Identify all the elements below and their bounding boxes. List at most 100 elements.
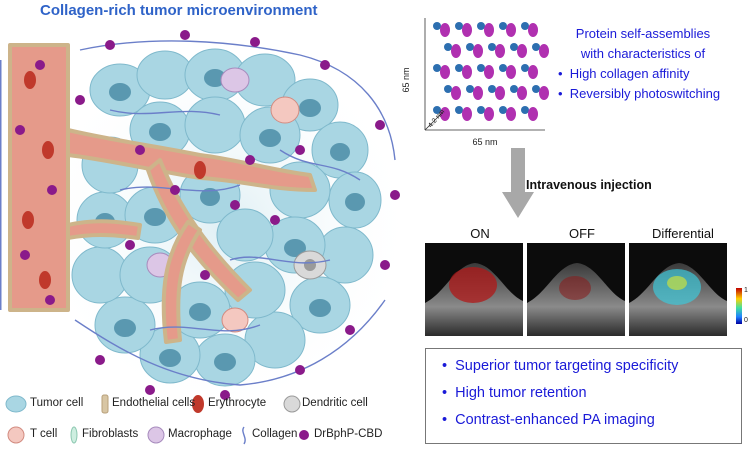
protein-subunit-magenta (451, 86, 461, 100)
protein-subunit-magenta (517, 44, 527, 58)
collagen-icon (242, 426, 246, 445)
figure-title: Collagen-rich tumor microenvironment (40, 2, 318, 19)
legend-label: Endothelial cells (112, 397, 196, 409)
protein-subunit-magenta (539, 86, 549, 100)
protein-subunit-blue (510, 85, 518, 93)
protein-subunit-blue (521, 106, 529, 114)
protein-subunit-blue (455, 64, 463, 72)
protein-subunit-blue (521, 22, 529, 30)
protein-lattice (433, 22, 549, 121)
endothelial-cell-icon (101, 394, 109, 414)
feature-item: • High collagen affinity (558, 66, 690, 81)
protein-subunit-blue (433, 64, 441, 72)
protein-subunit-magenta (440, 107, 450, 121)
legend-label: DrBphP-CBD (314, 428, 383, 440)
protein-subunit-magenta (484, 65, 494, 79)
legend-label: T cell (30, 428, 58, 440)
protein-subunit-magenta (506, 23, 516, 37)
dendritic-cell-icon (283, 395, 301, 413)
protein-subunit-blue (433, 106, 441, 114)
legend-label: Erythrocyte (208, 397, 267, 409)
protein-subunit-blue (532, 43, 540, 51)
legend: Tumor cell Endothelial cells Erythrocyte… (4, 392, 424, 448)
pa-image-on (425, 243, 523, 336)
protein-subunit-blue (499, 106, 507, 114)
protein-assembly-figure: 65 nm 65 nm 4.2 nm (401, 18, 549, 147)
t-cell-icon (7, 426, 25, 444)
protein-subunit-blue (477, 22, 485, 30)
erythrocyte-icon (192, 395, 204, 413)
macrophage-cell (220, 67, 250, 93)
protein-subunit-blue (499, 22, 507, 30)
protein-subunit-magenta (528, 65, 538, 79)
protein-subunit-magenta (484, 23, 494, 37)
legend-label: Macrophage (168, 428, 232, 440)
protein-subunit-magenta (440, 23, 450, 37)
injection-label: Intravenous injection (526, 178, 652, 192)
protein-subunit-blue (455, 22, 463, 30)
legend-label: Tumor cell (30, 397, 84, 409)
protein-subunit-magenta (539, 44, 549, 58)
colorbar (736, 288, 742, 324)
features-text: Protein self-assemblies with characteris… (552, 24, 750, 104)
legend-label: Collagen (252, 428, 298, 440)
pa-label-on: ON (470, 226, 490, 241)
dimension-width-label: 65 nm (472, 137, 497, 147)
protein-subunit-blue (510, 43, 518, 51)
protein-subunit-blue (477, 64, 485, 72)
benefit-item: • High tumor retention (442, 385, 587, 401)
benefit-item: • Contrast-enhanced PA imaging (442, 412, 655, 428)
t-cell (270, 96, 300, 124)
protein-subunit-magenta (440, 65, 450, 79)
feature-item: • Reversibly photoswitching (558, 86, 721, 101)
drbphp-cbd-icon (299, 430, 309, 440)
protein-subunit-magenta (462, 65, 472, 79)
protein-subunit-blue (499, 64, 507, 72)
t-cell (221, 307, 249, 333)
protein-subunit-magenta (484, 107, 494, 121)
protein-subunit-blue (466, 85, 474, 93)
macrophage-icon (147, 426, 165, 444)
drbphp-cbd-particles (15, 30, 400, 400)
protein-subunit-magenta (462, 107, 472, 121)
protein-subunit-blue (433, 22, 441, 30)
legend-label: Dendritic cell (302, 397, 368, 409)
protein-subunit-magenta (495, 86, 505, 100)
protein-subunit-magenta (506, 65, 516, 79)
protein-subunit-blue (532, 85, 540, 93)
features-heading-line1: Protein self-assemblies (575, 26, 711, 41)
pa-image-differential (629, 243, 727, 336)
protein-subunit-magenta (473, 86, 483, 100)
erythrocytes (22, 71, 206, 289)
protein-subunit-magenta (528, 107, 538, 121)
protein-subunit-magenta (462, 23, 472, 37)
colorbar-min-label: 0 (744, 317, 748, 324)
blood-vessel (8, 43, 317, 344)
protein-subunit-blue (488, 85, 496, 93)
legend-icons (5, 394, 309, 445)
tumor-cell-icon (5, 395, 27, 413)
protein-subunit-blue (455, 106, 463, 114)
colorbar-max-label: 1 (744, 287, 748, 294)
protein-subunit-blue (444, 43, 452, 51)
pa-label-off: OFF (569, 226, 595, 241)
benefits-box: • Superior tumor targeting specificity •… (425, 348, 742, 444)
protein-subunit-blue (477, 106, 485, 114)
protein-subunit-magenta (473, 44, 483, 58)
features-heading-line2: with characteristics of (580, 46, 706, 61)
protein-subunit-magenta (517, 86, 527, 100)
tumor-microenvironment-illustration (0, 30, 415, 415)
fibroblast-icon (70, 426, 78, 444)
tumor-nuclei (95, 69, 365, 371)
protein-subunit-blue (444, 85, 452, 93)
collagen-fibres (0, 40, 396, 386)
down-arrow-icon (502, 148, 534, 218)
protein-subunit-blue (488, 43, 496, 51)
pa-label-differential: Differential (652, 226, 714, 241)
protein-subunit-magenta (451, 44, 461, 58)
pa-image-off (527, 243, 625, 336)
protein-subunit-blue (521, 64, 529, 72)
benefit-item: • Superior tumor targeting specificity (442, 358, 679, 374)
dimension-height-label: 65 nm (401, 67, 411, 92)
protein-subunit-magenta (495, 44, 505, 58)
